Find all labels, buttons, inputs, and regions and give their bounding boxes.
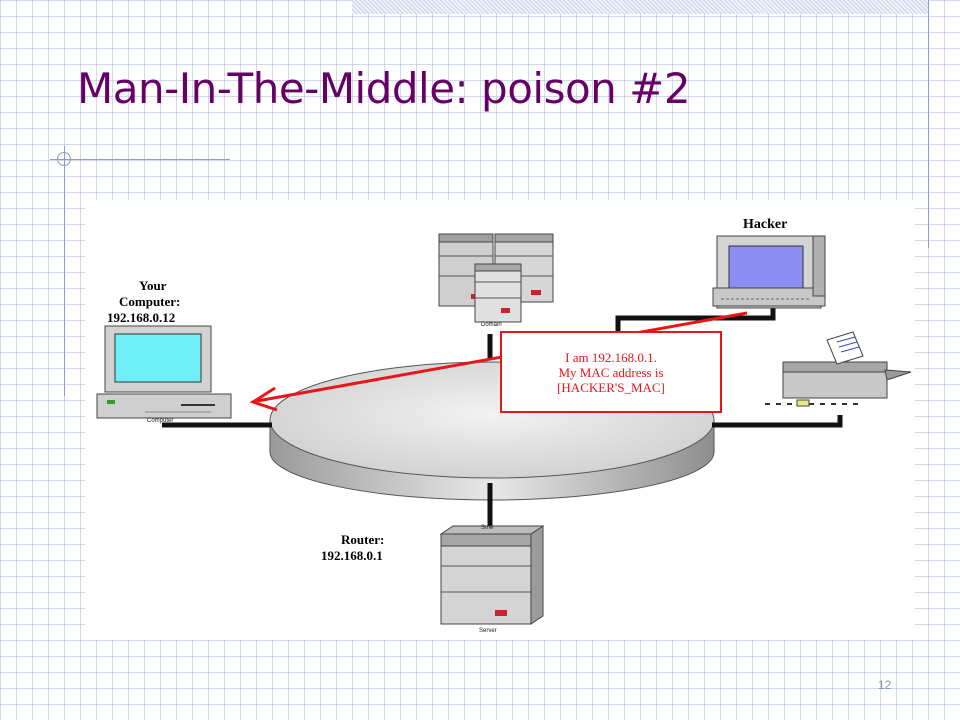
decorative-horizontal-line xyxy=(50,159,230,160)
network-diagram: Hacker Your Computer: 192.168.0.12 Compu… xyxy=(85,200,915,640)
callout-line3: [HACKER'S_MAC] xyxy=(557,379,665,395)
diagram-graphics xyxy=(96,233,912,625)
router-port-caption: Sme xyxy=(481,525,494,531)
callout-line2: My MAC address is xyxy=(558,364,664,380)
your-computer-label-line2: Computer: xyxy=(119,294,181,309)
printer-icon xyxy=(765,331,912,407)
router-server-icon xyxy=(439,525,545,625)
domain-servers-icon xyxy=(438,233,554,323)
arp-poison-callout: I am 192.168.0.1. My MAC address is [HAC… xyxy=(500,331,722,413)
router-label: Router: xyxy=(341,532,385,547)
decorative-vertical-line xyxy=(928,0,929,248)
your-computer-label-line1: Your xyxy=(139,278,167,293)
slide-title: Man-In-The-Middle: poison #2 xyxy=(77,64,691,113)
your-computer-icon xyxy=(96,325,232,419)
decorative-circle xyxy=(57,152,71,166)
your-computer-ip: 192.168.0.12 xyxy=(107,310,176,325)
servers-caption: Domain xyxy=(481,322,502,328)
hacker-computer-icon xyxy=(712,235,826,309)
your-computer-caption: Computer xyxy=(147,418,174,424)
hacker-label: Hacker xyxy=(743,217,788,232)
callout-line1: I am 192.168.0.1. xyxy=(565,349,657,365)
decorative-vertical-line-left xyxy=(64,146,65,396)
router-ip: 192.168.0.1 xyxy=(321,548,383,563)
page-number: 12 xyxy=(878,678,892,692)
top-decorative-band xyxy=(352,0,928,14)
router-caption: Server xyxy=(479,628,497,634)
